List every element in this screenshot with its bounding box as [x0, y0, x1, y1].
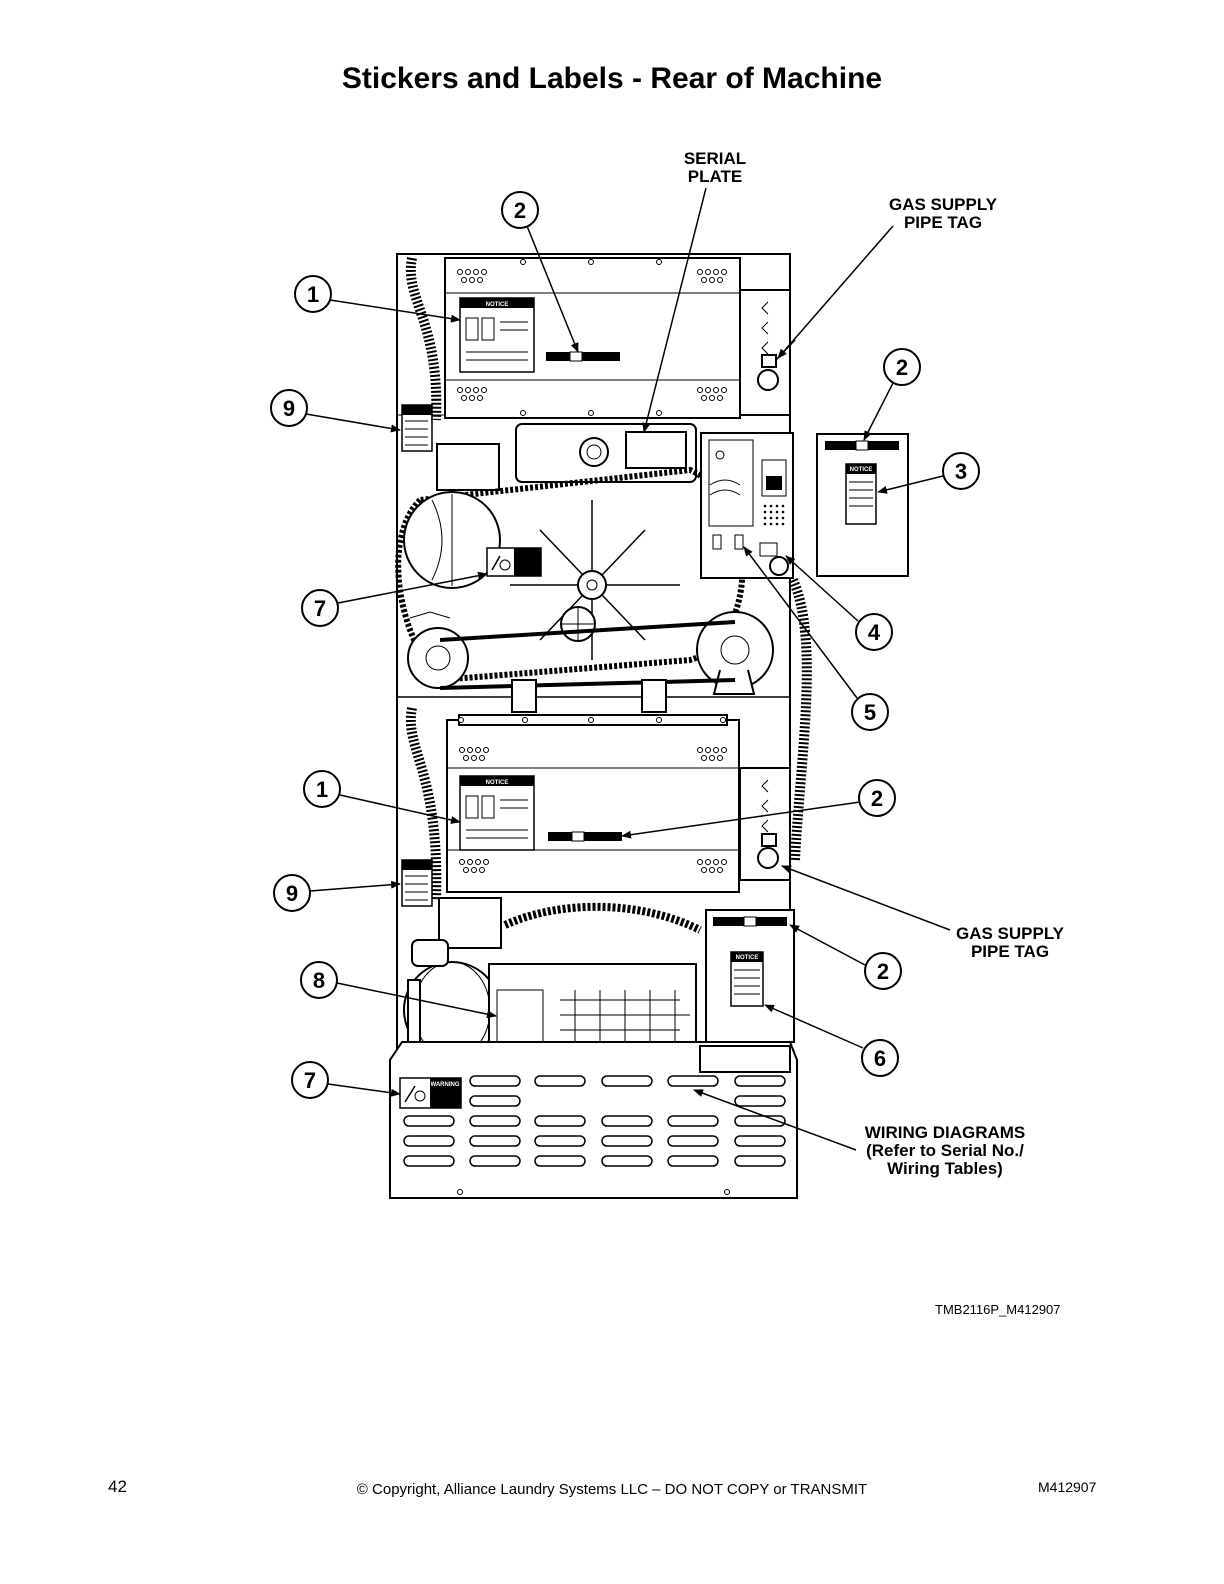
wiring-diagrams-label: WIRING DIAGRAMS (Refer to Serial No./ Wi… — [865, 1123, 1026, 1178]
svg-text:3: 3 — [955, 459, 967, 484]
warning-strip-lower — [548, 831, 622, 842]
svg-text:PIPE TAG: PIPE TAG — [971, 942, 1049, 961]
svg-text:NOTICE: NOTICE — [486, 302, 509, 308]
callout-3: 3 — [942, 452, 980, 490]
svg-text:7: 7 — [314, 596, 326, 621]
lower-gas-bracket — [739, 767, 791, 881]
upper-drive-assembly — [395, 466, 774, 713]
svg-text:9: 9 — [283, 396, 295, 421]
svg-text:4: 4 — [868, 620, 881, 645]
svg-text:WIRING DIAGRAMS: WIRING DIAGRAMS — [865, 1123, 1026, 1142]
callout-5: 5 — [851, 693, 889, 731]
svg-text:NOTICE: NOTICE — [736, 955, 759, 961]
gas-supply-label-top: GAS SUPPLY PIPE TAG — [889, 195, 998, 232]
svg-text:SERIAL: SERIAL — [684, 149, 746, 168]
svg-text:2: 2 — [514, 198, 526, 223]
lower-junction-and-duct — [403, 897, 702, 1059]
svg-text:(Refer to Serial No./: (Refer to Serial No./ — [866, 1141, 1024, 1160]
flex-conduits — [405, 257, 812, 901]
upper-control-box — [700, 432, 794, 579]
svg-text:9: 9 — [286, 881, 298, 906]
svg-text:1: 1 — [316, 777, 328, 802]
warning-sticker-7-upper — [486, 547, 542, 577]
warning-strip-upper — [546, 351, 620, 362]
callout-4: 4 — [855, 613, 893, 651]
callout-2-lower: 2 — [858, 779, 896, 817]
callout-2-top: 2 — [501, 191, 539, 229]
page-number: 42 — [108, 1477, 127, 1496]
svg-text:6: 6 — [874, 1046, 886, 1071]
figure-reference: TMB2116P_M412907 — [935, 1302, 1061, 1317]
lower-control-box: NOTICE — [705, 909, 795, 1043]
side-notice-panel: NOTICE — [816, 433, 909, 577]
callout-7-lower: 7 — [291, 1061, 329, 1099]
svg-text:7: 7 — [304, 1068, 316, 1093]
callout-9-upper: 9 — [270, 389, 308, 427]
page-title: Stickers and Labels - Rear of Machine — [341, 62, 883, 95]
leader-lines — [305, 187, 951, 1151]
notice-sticker-lower: NOTICE — [459, 775, 535, 851]
document-number: M412907 — [1038, 1479, 1097, 1495]
gas-supply-label-bottom: GAS SUPPLY PIPE TAG — [956, 924, 1065, 961]
svg-text:8: 8 — [313, 968, 325, 993]
callout-2-control: 2 — [864, 952, 902, 990]
callout-1-upper: 1 — [294, 275, 332, 313]
callout-6: 6 — [861, 1039, 899, 1077]
svg-text:NOTICE: NOTICE — [850, 467, 873, 473]
bottom-vent-panel — [389, 1041, 798, 1199]
svg-text:NOTICE: NOTICE — [486, 780, 509, 786]
svg-text:5: 5 — [864, 700, 876, 725]
svg-text:2: 2 — [896, 355, 908, 380]
callout-7-upper: 7 — [301, 589, 339, 627]
serial-plate-label: SERIAL PLATE — [684, 149, 746, 186]
notice-sticker-upper: NOTICE — [459, 297, 535, 373]
callout-2-side: 2 — [883, 348, 921, 386]
svg-text:2: 2 — [871, 786, 883, 811]
upper-gas-bracket — [739, 289, 796, 416]
callout-8: 8 — [300, 961, 338, 999]
callout-9-lower: 9 — [273, 874, 311, 912]
svg-text:2: 2 — [877, 959, 889, 984]
upper-junction-box — [436, 423, 697, 491]
svg-text:Wiring Tables): Wiring Tables) — [887, 1159, 1003, 1178]
svg-text:GAS SUPPLY: GAS SUPPLY — [956, 924, 1065, 943]
warning-sticker-7-lower: WARNING — [399, 1077, 462, 1109]
svg-text:1: 1 — [307, 282, 319, 307]
callout-1-lower: 1 — [303, 770, 341, 808]
svg-text:WARNING: WARNING — [431, 1082, 460, 1088]
svg-text:GAS SUPPLY: GAS SUPPLY — [889, 195, 998, 214]
copyright-notice: © Copyright, Alliance Laundry Systems LL… — [356, 1481, 868, 1498]
notice-sticker-9-lower — [401, 859, 433, 907]
notice-sticker-9-upper — [401, 404, 433, 452]
svg-text:PLATE: PLATE — [688, 167, 742, 186]
svg-text:PIPE TAG: PIPE TAG — [904, 213, 982, 232]
lower-top-panel — [446, 714, 740, 893]
